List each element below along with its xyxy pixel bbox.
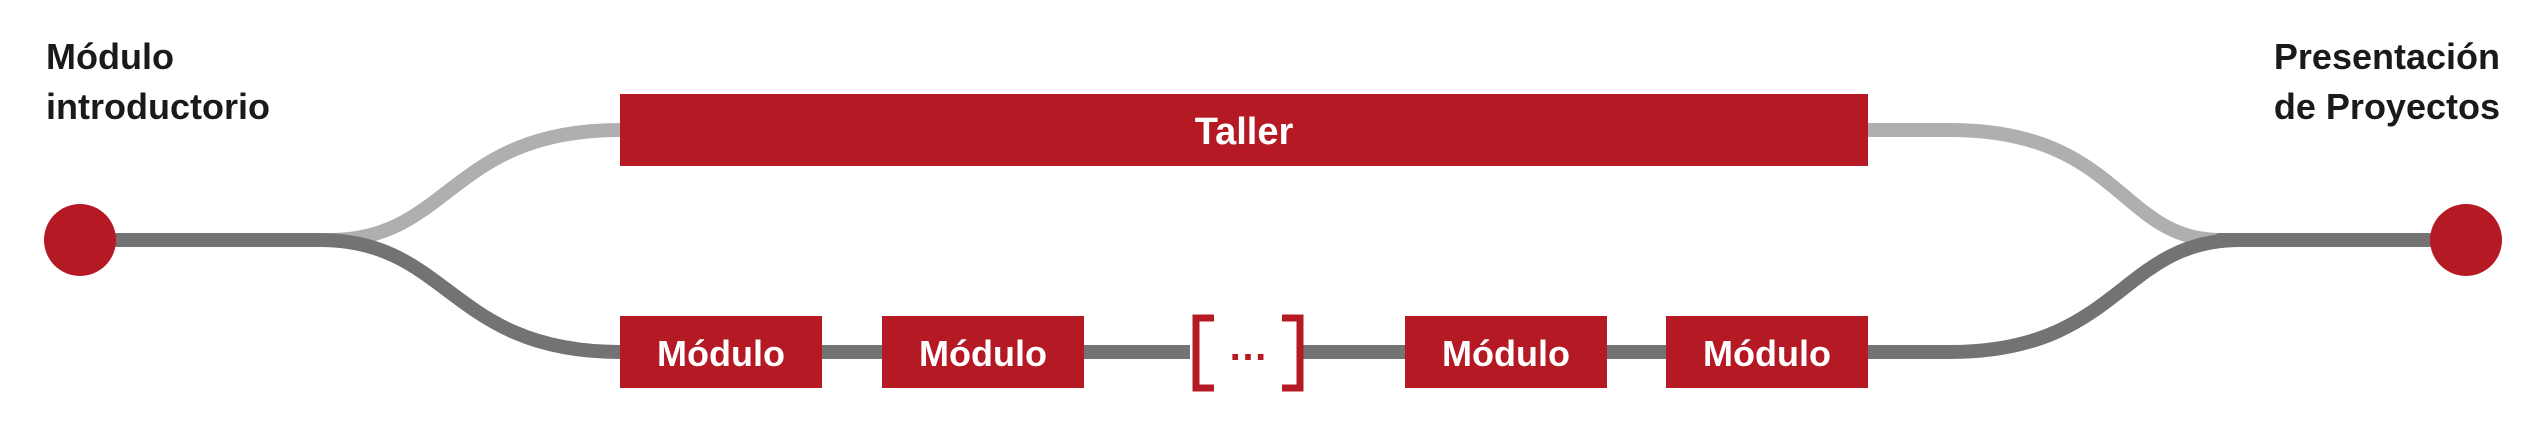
start-label: Módulo introductorio bbox=[46, 32, 270, 132]
taller-box bbox=[620, 94, 1868, 166]
start-node bbox=[44, 204, 116, 276]
lower-module-label-2: Módulo bbox=[919, 333, 1047, 374]
lower-module-box-3 bbox=[1405, 316, 1607, 388]
upper-track-right-curve bbox=[1853, 123, 2227, 247]
start-label-line-1: Módulo bbox=[46, 36, 174, 77]
start-label-line-2: introductorio bbox=[46, 86, 270, 127]
taller-label: Taller bbox=[1195, 111, 1294, 153]
ellipsis-label: … bbox=[1228, 325, 1268, 369]
lower-track-right-curve bbox=[1853, 233, 2247, 359]
upper-track-left-curve bbox=[323, 123, 637, 247]
lower-module-box-2 bbox=[882, 316, 1084, 388]
lower-module-label-1: Módulo bbox=[657, 333, 785, 374]
lower-track-left-curve bbox=[313, 233, 637, 359]
lower-module-label-3: Módulo bbox=[1442, 333, 1570, 374]
ellipsis-bracket-background bbox=[1190, 318, 1300, 388]
end-label-line-2: de Proyectos bbox=[2273, 86, 2500, 127]
lower-module-box-4 bbox=[1666, 316, 1868, 388]
lower-module-label-4: Módulo bbox=[1703, 333, 1831, 374]
end-label: Presentación de Proyectos bbox=[2274, 32, 2500, 132]
ellipsis-bracket-right bbox=[1282, 314, 1304, 392]
lower-module-box-1 bbox=[620, 316, 822, 388]
end-label-line-1: Presentación bbox=[2273, 36, 2500, 77]
end-node bbox=[2430, 204, 2502, 276]
ellipsis-bracket-left bbox=[1192, 314, 1214, 392]
